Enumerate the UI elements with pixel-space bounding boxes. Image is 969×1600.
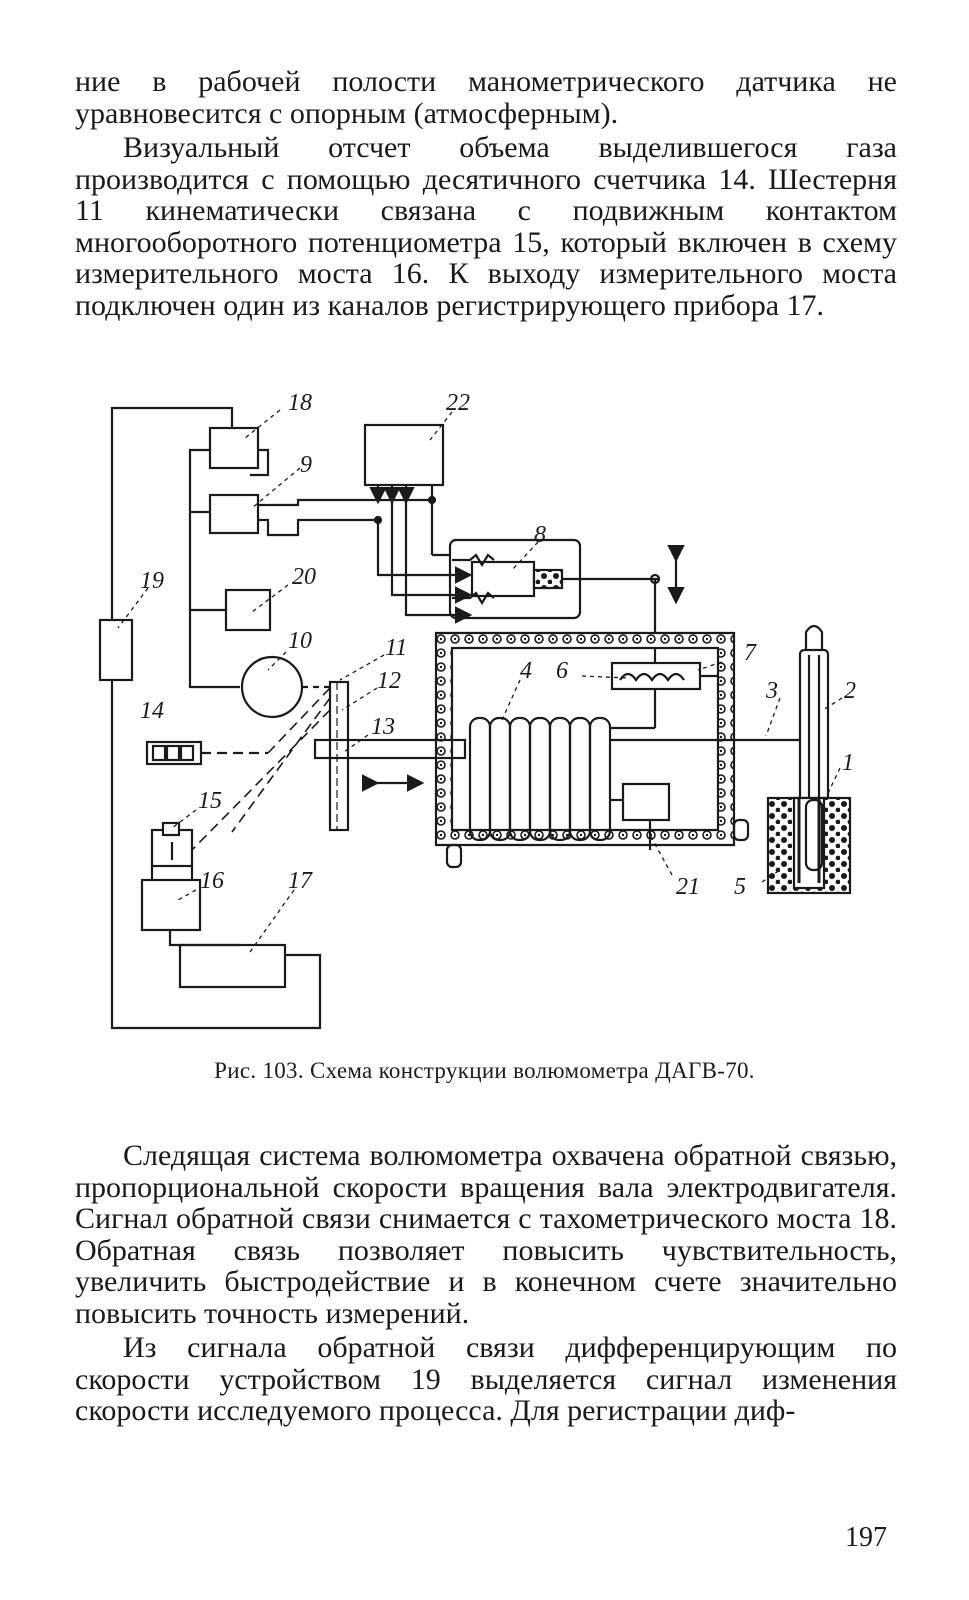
recorder-17 — [178, 943, 287, 989]
mechanical-linkage-dashes — [191, 687, 331, 851]
label-11: 11 — [385, 635, 407, 661]
label-10: 10 — [288, 628, 312, 654]
label-1: 1 — [842, 750, 854, 776]
differentiator-block-19 — [98, 618, 134, 682]
label-21: 21 — [676, 874, 700, 900]
drain-valves — [445, 818, 750, 869]
thermostat-enclosure — [434, 631, 736, 847]
paragraph-visual-reading: Визуальный отсчет объема выделившегося г… — [75, 131, 897, 322]
label-6: 6 — [556, 658, 568, 684]
label-13: 13 — [371, 714, 395, 740]
block-22 — [363, 423, 450, 617]
heater-5 — [766, 796, 852, 895]
page-number: 197 — [845, 1522, 887, 1553]
gear-11-12 — [328, 680, 350, 832]
tachometric-bridge-block-18 — [188, 426, 270, 689]
paragraph-differentiator: Из сигнала обратной связи дифференцирующ… — [75, 1331, 897, 1427]
leader-lines — [117, 409, 843, 953]
block-21 — [610, 782, 671, 850]
label-17: 17 — [288, 868, 313, 894]
reaction-vessel-2 — [798, 624, 830, 850]
bottom-text-block: Следящая система волюмометра охвачена об… — [75, 1140, 897, 1427]
label-9: 9 — [300, 452, 312, 478]
label-16: 16 — [200, 868, 224, 894]
potentiometer-15 — [150, 821, 194, 880]
paragraph-feedback: Следящая система волюмометра охвачена об… — [75, 1139, 897, 1330]
decimal-counter-14 — [145, 740, 268, 766]
label-8: 8 — [534, 522, 546, 548]
figure-caption: Рис. 103. Схема конструкции волюмометра … — [214, 1058, 755, 1083]
label-14: 14 — [140, 698, 164, 724]
figure-103-schematic: 18 9 20 10 11 12 13 14 15 16 17 19 22 8 … — [98, 390, 856, 1030]
bellows-4 — [468, 713, 810, 842]
paragraph-continuation: ние в рабочей полости манометрического д… — [75, 65, 897, 130]
label-19: 19 — [140, 568, 164, 594]
label-3: 3 — [765, 678, 778, 704]
sample-1 — [804, 798, 824, 872]
shaft-13 — [313, 738, 467, 792]
label-2: 2 — [844, 678, 856, 704]
label-20: 20 — [292, 564, 316, 590]
top-text-block: ние в рабочей полости манометрического д… — [75, 66, 897, 321]
amplifier-block-9 — [190, 493, 432, 537]
label-18: 18 — [288, 390, 312, 416]
feedback-loop-wire — [110, 406, 322, 1030]
label-5: 5 — [734, 874, 746, 900]
block-20 — [190, 588, 272, 632]
element-7 — [610, 661, 718, 713]
measuring-bridge-16 — [140, 878, 240, 947]
motor-10 — [240, 655, 330, 719]
label-12: 12 — [377, 668, 401, 694]
label-22: 22 — [446, 390, 470, 416]
label-15: 15 — [198, 788, 222, 814]
label-7: 7 — [744, 640, 757, 666]
label-4: 4 — [520, 658, 532, 684]
